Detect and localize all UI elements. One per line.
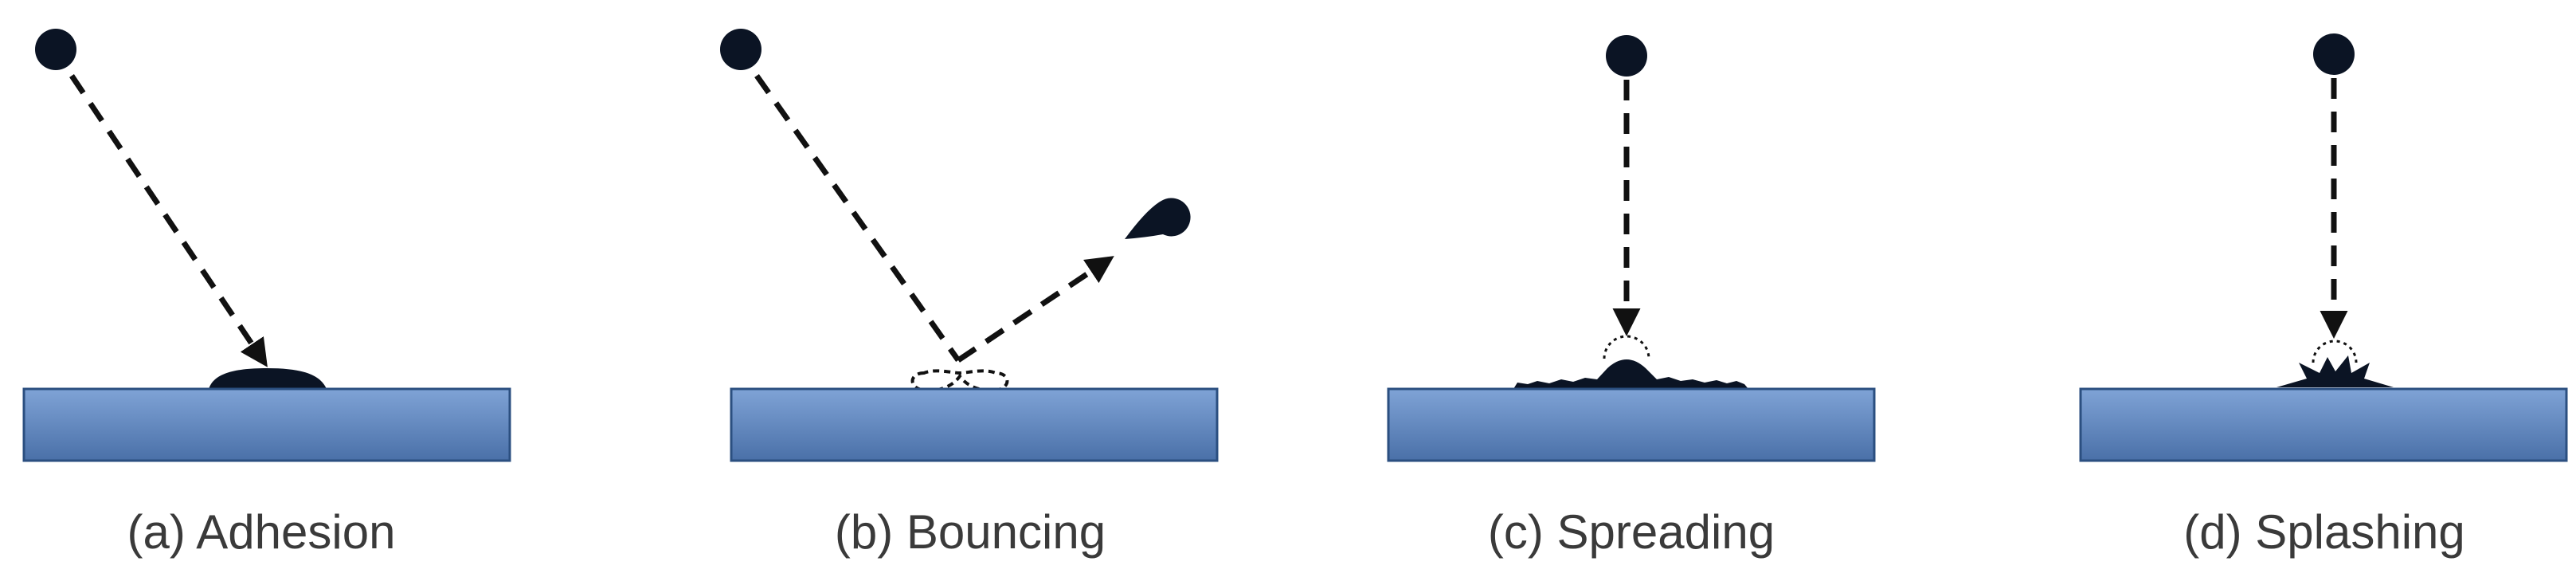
- deformed-droplet-outline: [910, 369, 1009, 393]
- substrate: [730, 387, 1219, 462]
- splash-crown: [2277, 355, 2394, 387]
- incoming-droplet: [720, 29, 761, 70]
- rebound-trajectory-arrow: [957, 256, 1114, 363]
- initial-droplet-outline: [1603, 335, 1650, 359]
- incoming-droplet: [35, 29, 76, 70]
- spread-lamella: [1513, 359, 1748, 389]
- caption-adhesion: (a) Adhesion: [127, 505, 396, 559]
- initial-droplet-outline: [2312, 340, 2358, 363]
- caption-spreading: (c) Spreading: [1488, 505, 1775, 559]
- caption-splashing: (d) Splashing: [2183, 505, 2465, 559]
- panel-splashing: (d) Splashing: [2079, 33, 2568, 559]
- incoming-trajectory: [754, 73, 961, 363]
- substrate: [2079, 387, 2568, 462]
- caption-bouncing: (b) Bouncing: [835, 505, 1106, 559]
- panel-bouncing: (b) Bouncing: [720, 29, 1219, 559]
- substrate: [1387, 387, 1876, 462]
- rebounding-droplet: [1125, 198, 1191, 239]
- trajectory-arrow: [69, 74, 268, 367]
- adhered-droplet: [209, 368, 327, 389]
- panel-spreading: (c) Spreading: [1387, 35, 1876, 559]
- panel-adhesion: (a) Adhesion: [22, 29, 511, 559]
- incoming-droplet: [1606, 35, 1647, 77]
- incoming-droplet: [2313, 33, 2355, 75]
- substrate: [22, 387, 511, 462]
